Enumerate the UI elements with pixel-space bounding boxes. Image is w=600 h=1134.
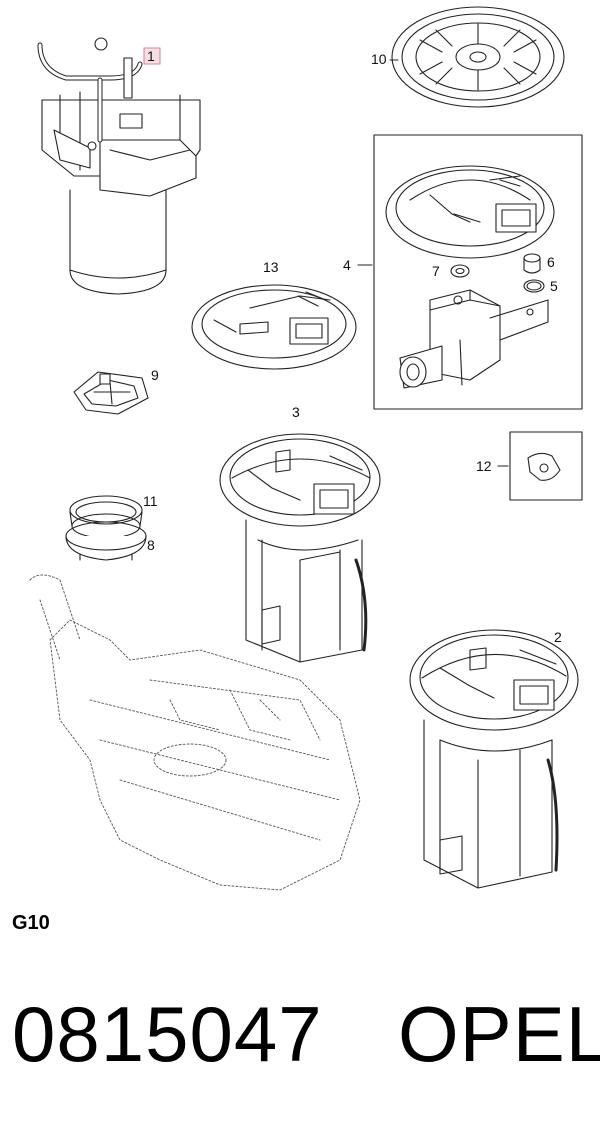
brand-label: OPEL xyxy=(398,990,600,1078)
part-number-label: 0815047 xyxy=(12,990,323,1078)
callout-6: 6 xyxy=(547,254,555,270)
callout-12: 12 xyxy=(476,458,492,474)
part-12-gasket-box xyxy=(509,431,583,501)
part-13-flange xyxy=(191,284,357,370)
callout-10: 10 xyxy=(371,51,387,67)
callout-9: 9 xyxy=(151,367,159,383)
callout-13: 13 xyxy=(263,259,279,275)
callout-2: 2 xyxy=(554,629,562,645)
group-code-label: G10 xyxy=(12,912,50,934)
part-3-pump-module xyxy=(219,433,381,663)
fuel-tank-outline xyxy=(29,574,361,891)
part-9-cap xyxy=(73,371,149,415)
part-4-kit-box xyxy=(373,134,583,410)
callout-3: 3 xyxy=(292,404,300,420)
callout-7: 7 xyxy=(432,263,440,279)
callout-11: 11 xyxy=(143,493,158,509)
part-1-fuel-pump-module xyxy=(37,37,201,295)
callout-5: 5 xyxy=(550,278,558,294)
callout-4: 4 xyxy=(343,257,351,273)
exploded-parts-diagram: 1 10 13 4 7 6 5 9 3 12 11 8 2 xyxy=(29,6,583,891)
part-10-cover-ring xyxy=(391,6,565,108)
part-11-seal-ring xyxy=(69,495,143,539)
part-8-lock-ring xyxy=(65,521,147,561)
callout-8: 8 xyxy=(147,537,155,553)
callout-1: 1 xyxy=(147,48,155,64)
part-2-pump-module xyxy=(409,629,579,889)
